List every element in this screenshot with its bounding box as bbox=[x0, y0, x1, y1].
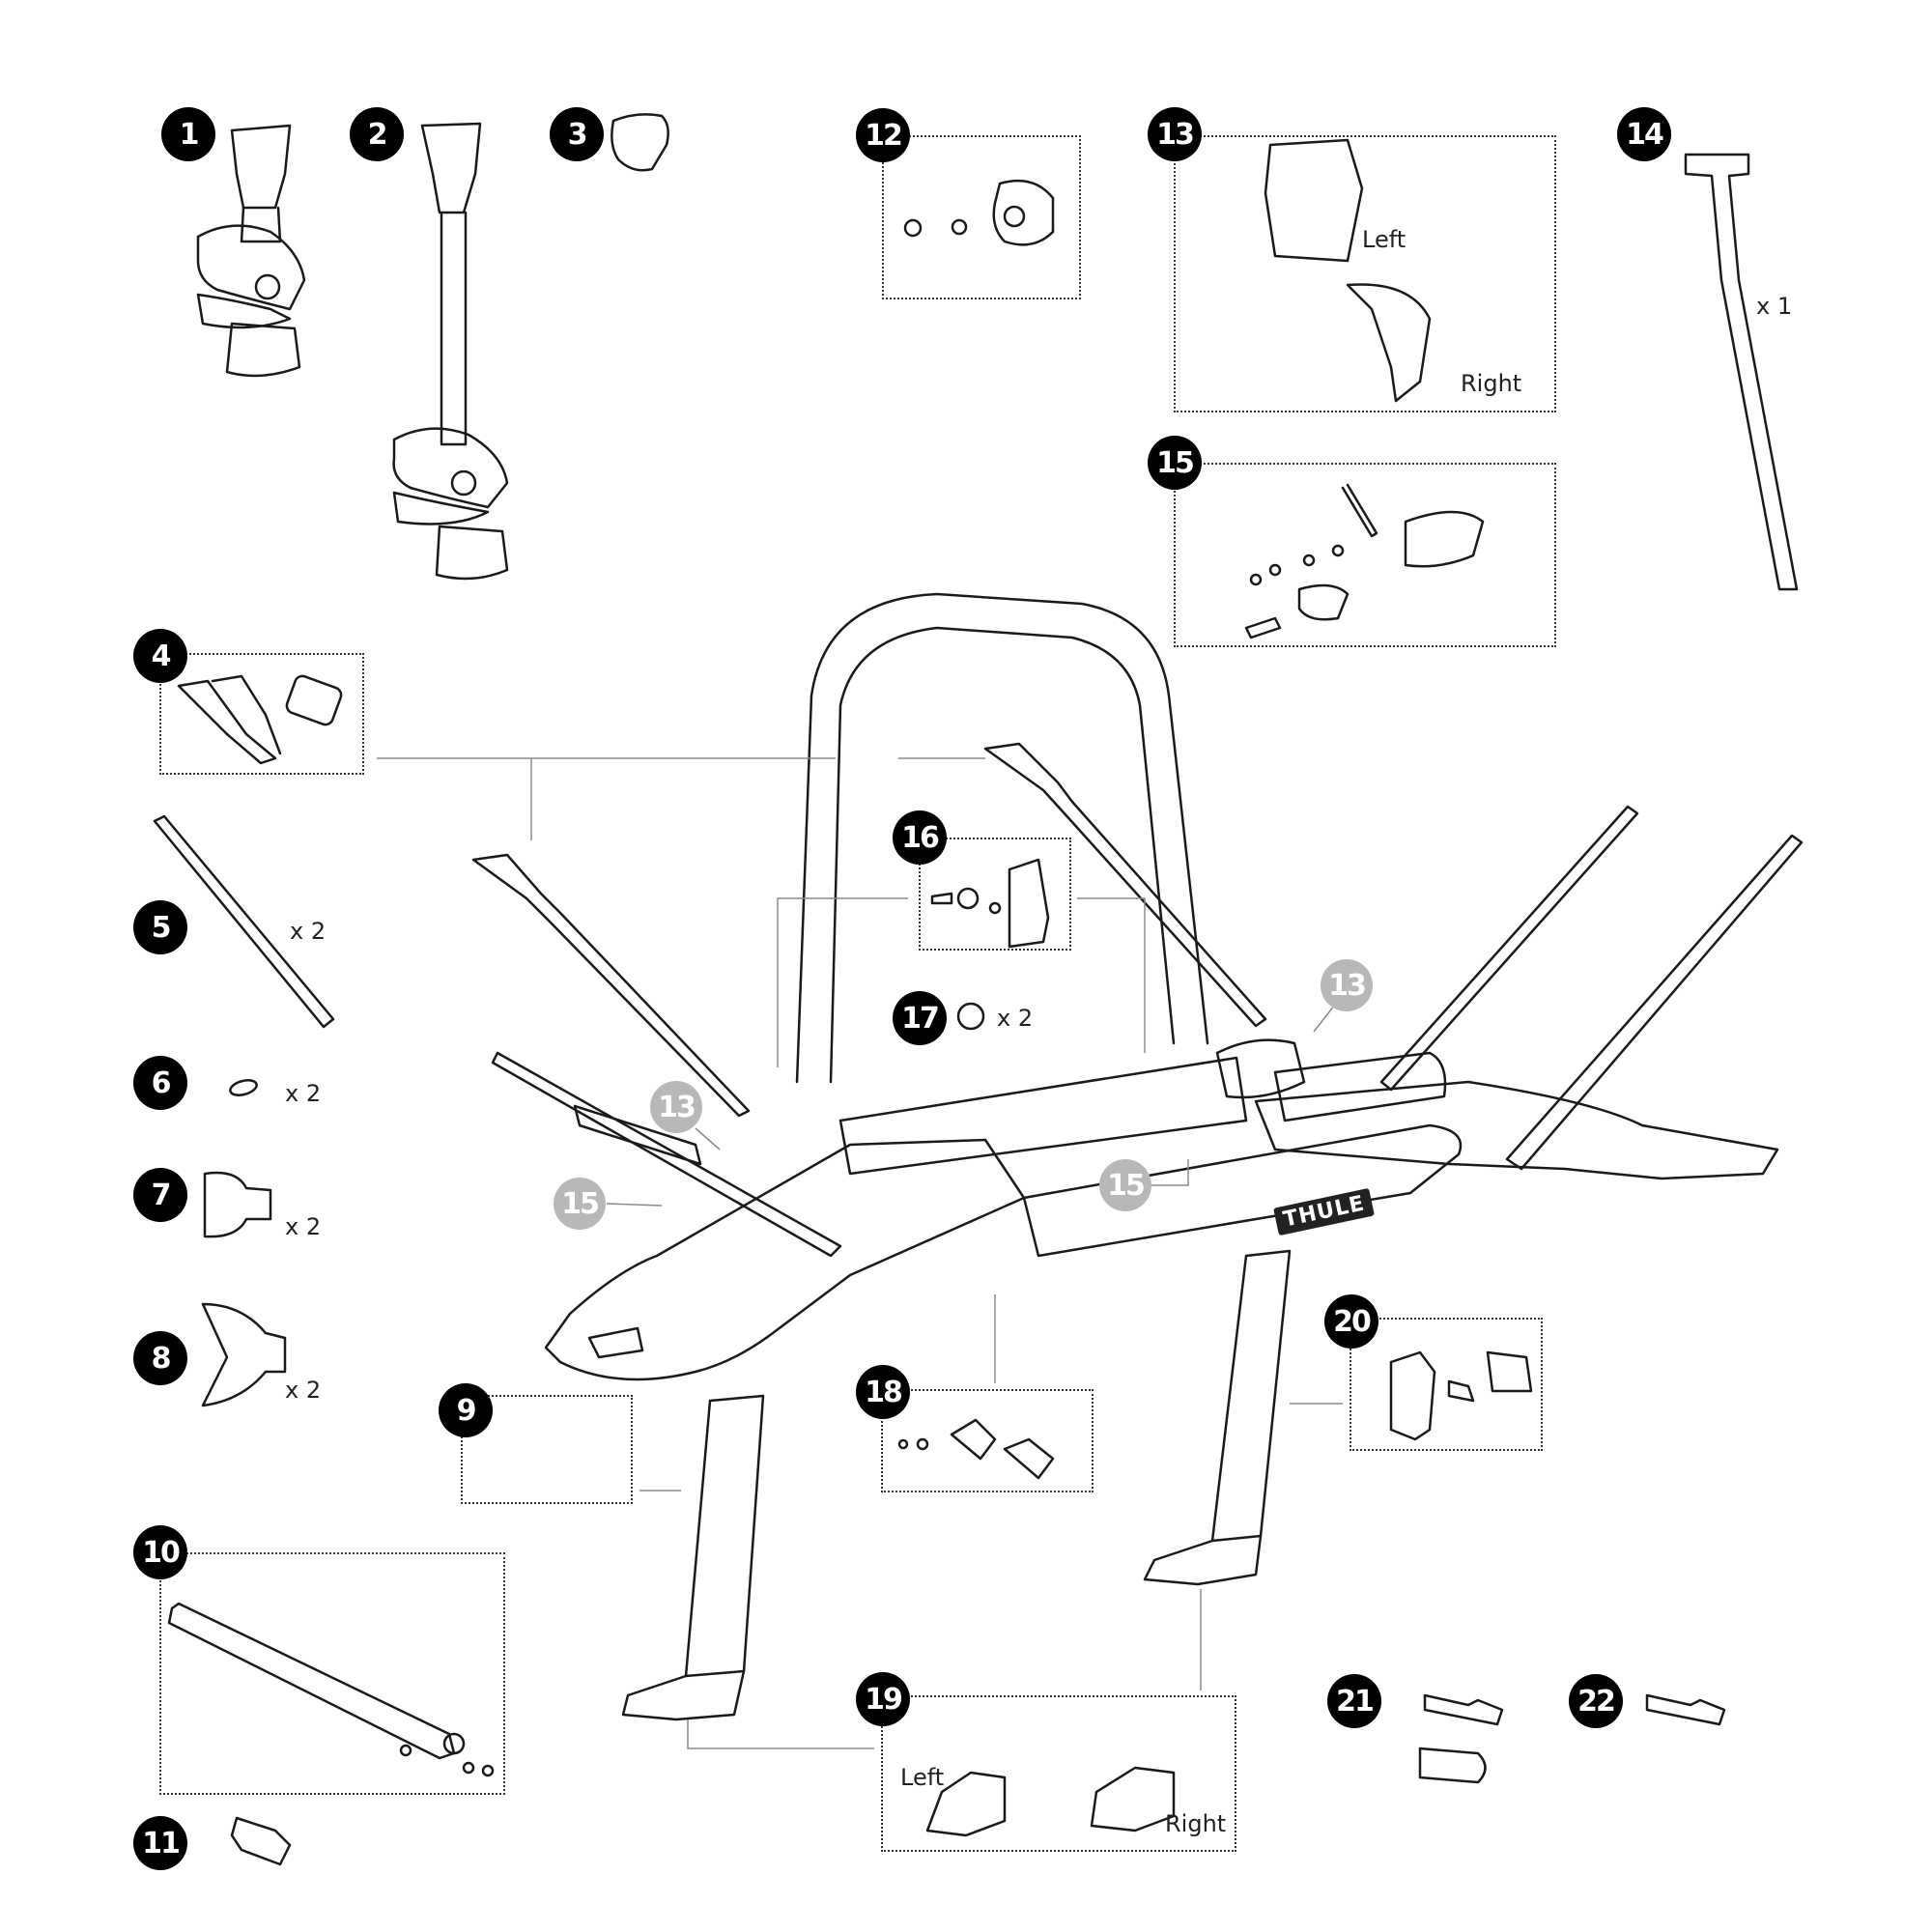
part-21-key bbox=[1425, 1695, 1502, 1724]
callout-number: 16 bbox=[901, 820, 940, 855]
part-11-buckle bbox=[232, 1818, 290, 1864]
callout-3: 3 bbox=[550, 107, 604, 161]
qty-14: x 1 bbox=[1756, 293, 1793, 320]
callout-number: 3 bbox=[567, 117, 588, 152]
callout-number: 2 bbox=[367, 117, 388, 152]
callout-number: 21 bbox=[1336, 1684, 1375, 1719]
part-7-end-cap bbox=[205, 1173, 270, 1236]
callout-number: 15 bbox=[1107, 1168, 1146, 1203]
ghost-callout-13-left: 13 bbox=[650, 1081, 702, 1133]
callout-number: 22 bbox=[1577, 1684, 1616, 1719]
callout-number: 7 bbox=[151, 1178, 172, 1212]
ghost-callout-13-right: 13 bbox=[1321, 959, 1373, 1011]
qty-8: x 2 bbox=[285, 1377, 322, 1404]
callout-8: 8 bbox=[133, 1331, 187, 1385]
qty-5: x 2 bbox=[290, 918, 327, 945]
callout-4: 4 bbox=[133, 629, 187, 683]
callout-number: 12 bbox=[865, 118, 903, 153]
part-box-13 bbox=[1174, 135, 1556, 412]
part-box-10 bbox=[159, 1552, 505, 1795]
part-8-end-cap-large bbox=[203, 1304, 285, 1406]
callout-13: 13 bbox=[1148, 107, 1202, 161]
rack-leg-right bbox=[1212, 1251, 1290, 1541]
rack-strap-arm-left bbox=[473, 855, 749, 1116]
part-box-12 bbox=[882, 135, 1081, 299]
callout-number: 1 bbox=[179, 117, 200, 152]
part-14-strap bbox=[1686, 155, 1797, 589]
callout-number: 10 bbox=[142, 1535, 181, 1570]
callout-9: 9 bbox=[439, 1383, 493, 1437]
part-box-9 bbox=[461, 1395, 633, 1504]
rack-leg-left bbox=[686, 1396, 763, 1676]
callout-2: 2 bbox=[350, 107, 404, 161]
callout-19: 19 bbox=[856, 1672, 910, 1726]
part-box-4 bbox=[159, 653, 364, 775]
callout-number: 13 bbox=[1328, 968, 1367, 1003]
label-13-left: Left bbox=[1362, 226, 1406, 253]
callout-number: 14 bbox=[1626, 117, 1664, 152]
callout-number: 8 bbox=[151, 1341, 172, 1376]
callout-number: 13 bbox=[1156, 117, 1195, 152]
rack-platform-right bbox=[1256, 1082, 1777, 1179]
callout-number: 6 bbox=[151, 1065, 172, 1100]
leader-ghost-13b bbox=[1314, 1005, 1335, 1032]
callout-17: 17 bbox=[893, 991, 947, 1045]
callout-number: 4 bbox=[151, 639, 172, 673]
callout-20: 20 bbox=[1324, 1294, 1378, 1349]
leader-ghost-15a bbox=[607, 1204, 662, 1206]
leader-ghost-13a bbox=[696, 1128, 720, 1150]
callout-7: 7 bbox=[133, 1168, 187, 1222]
callout-12: 12 bbox=[856, 108, 910, 162]
part-6-o-ring bbox=[229, 1078, 259, 1098]
part-1-frame-holder bbox=[198, 126, 304, 376]
callout-number: 15 bbox=[1156, 445, 1195, 480]
rack-cross-tube bbox=[840, 1058, 1246, 1174]
callout-10: 10 bbox=[133, 1525, 187, 1579]
ghost-callout-15-right: 15 bbox=[1099, 1159, 1151, 1211]
brand-logo: THULE bbox=[1273, 1187, 1376, 1236]
part-2-frame-holder-long bbox=[394, 124, 507, 579]
callout-16: 16 bbox=[893, 810, 947, 865]
part-box-16 bbox=[919, 838, 1071, 951]
callout-5: 5 bbox=[133, 900, 187, 954]
callout-number: 13 bbox=[658, 1090, 696, 1124]
part-22-key bbox=[1647, 1695, 1724, 1724]
qty-7: x 2 bbox=[285, 1213, 322, 1240]
qty-6: x 2 bbox=[285, 1080, 322, 1107]
callout-18: 18 bbox=[856, 1365, 910, 1419]
callout-22: 22 bbox=[1569, 1674, 1623, 1728]
part-17-washer bbox=[958, 1004, 983, 1029]
rack-front-bar bbox=[1024, 1125, 1461, 1256]
part-box-20 bbox=[1350, 1318, 1543, 1451]
ghost-callout-15-left: 15 bbox=[554, 1178, 606, 1230]
label-19-left: Left bbox=[900, 1764, 945, 1791]
rack-rod-right-2 bbox=[1507, 836, 1802, 1169]
label-13-right: Right bbox=[1461, 370, 1522, 397]
callout-21: 21 bbox=[1327, 1674, 1381, 1728]
rack-platform-left bbox=[546, 1140, 1024, 1379]
callout-number: 9 bbox=[456, 1393, 477, 1428]
callout-number: 17 bbox=[901, 1001, 940, 1036]
qty-17: x 2 bbox=[997, 1005, 1034, 1032]
callout-number: 11 bbox=[142, 1826, 181, 1861]
callout-6: 6 bbox=[133, 1056, 187, 1110]
callout-14: 14 bbox=[1617, 107, 1671, 161]
callout-number: 5 bbox=[151, 910, 172, 945]
part-21-lock-cylinder bbox=[1420, 1748, 1486, 1782]
callout-15: 15 bbox=[1148, 436, 1202, 490]
callout-1: 1 bbox=[161, 107, 215, 161]
part-box-18 bbox=[881, 1389, 1094, 1492]
callout-number: 20 bbox=[1333, 1304, 1372, 1339]
part-box-15 bbox=[1174, 463, 1556, 647]
callout-number: 19 bbox=[865, 1682, 903, 1717]
callout-number: 15 bbox=[561, 1186, 600, 1221]
callout-11: 11 bbox=[133, 1816, 187, 1870]
rack-rod-right-1 bbox=[1381, 807, 1637, 1090]
label-19-right: Right bbox=[1165, 1810, 1227, 1837]
part-3-knob-cap bbox=[611, 114, 668, 170]
leader-ghost-15b bbox=[1150, 1159, 1188, 1185]
callout-number: 18 bbox=[865, 1375, 903, 1409]
